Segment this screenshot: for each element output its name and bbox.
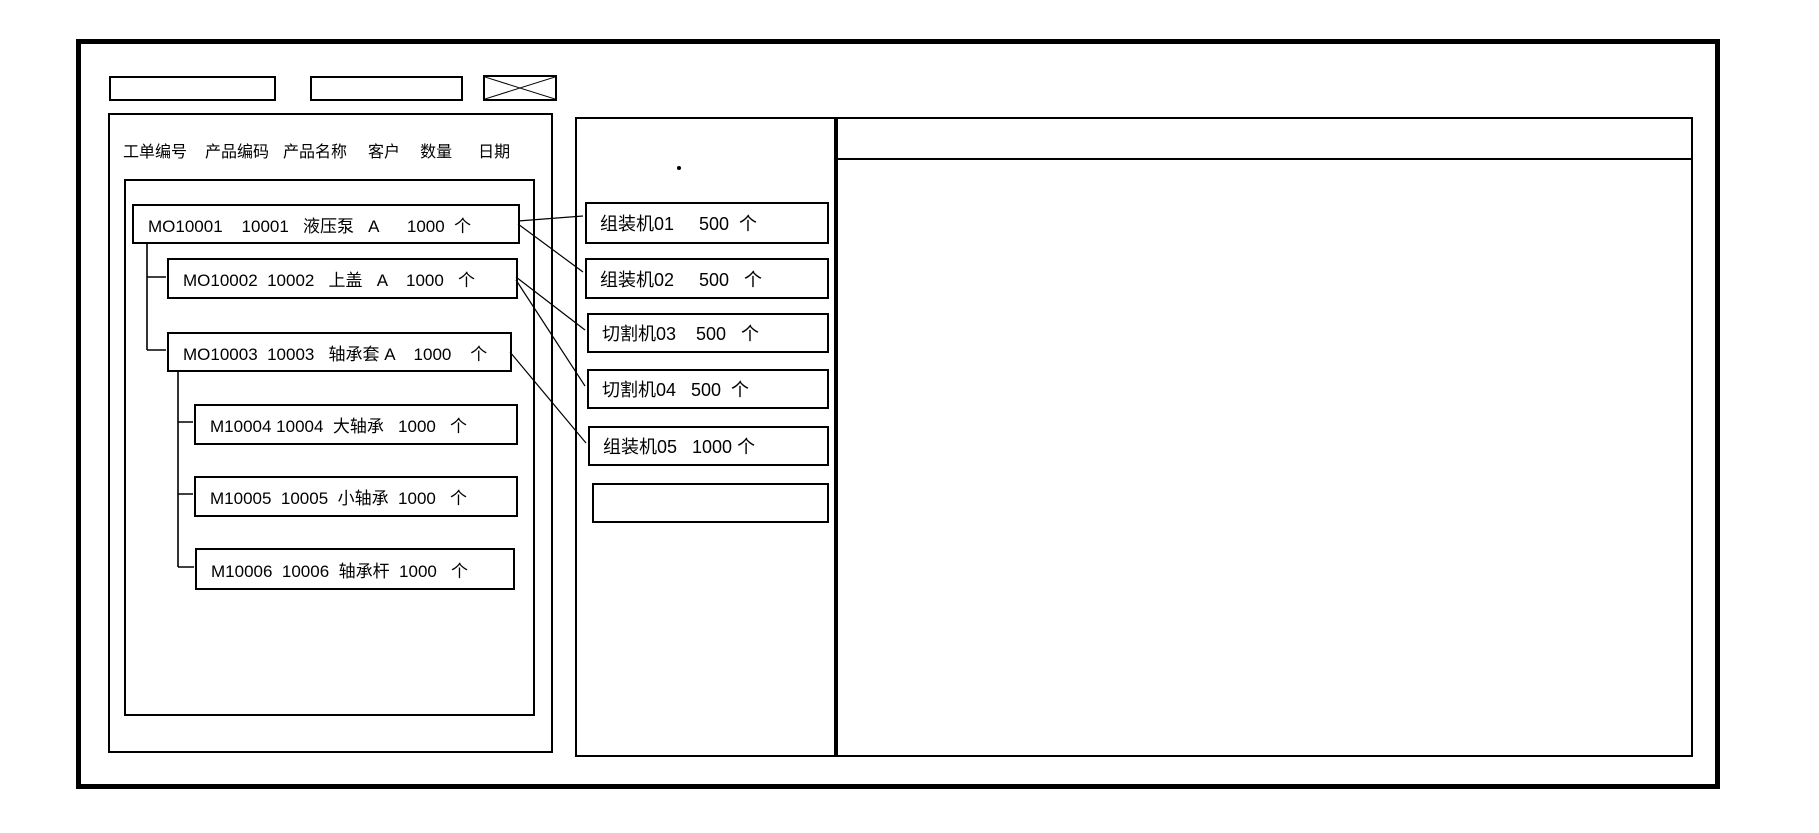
machine-row-qiegeji03[interactable]: 切割机03 500 个 [587, 313, 829, 353]
machine-row-zuzhuangji02[interactable]: 组装机02 500 个 [585, 258, 829, 299]
column-date: 日期 [478, 144, 511, 161]
work-order-row-M10006[interactable]: M10006 10006 轴承杆 1000 个 [195, 548, 515, 590]
image-placeholder-icon[interactable] [483, 75, 557, 101]
machine-row-empty[interactable] [592, 483, 829, 523]
machine-row-zuzhuangji05[interactable]: 组装机05 1000 个 [588, 426, 829, 466]
work-order-row-MO10002[interactable]: MO10002 10002 上盖 A 1000 个 [167, 258, 518, 299]
work-order-row-M10004[interactable]: M10004 10004 大轴承 1000 个 [194, 404, 518, 445]
work-order-tree-container [124, 179, 535, 716]
column-customer: 客户 [368, 144, 401, 161]
machine-row-zuzhuangji01[interactable]: 组装机01 500 个 [585, 202, 829, 244]
work-order-column-header: 工单编号 产品编码 产品名称 客户 数量 日期 [123, 139, 510, 161]
crossed-box-glyph [485, 77, 555, 99]
column-product-name: 产品名称 [283, 144, 348, 161]
detail-panel [836, 117, 1693, 757]
column-qty: 数量 [420, 144, 453, 161]
work-order-row-M10005[interactable]: M10005 10005 小轴承 1000 个 [194, 476, 518, 517]
column-order-no: 工单编号 [123, 144, 188, 161]
detail-header-divider [838, 158, 1691, 160]
column-product-code: 产品编码 [205, 144, 270, 161]
toolbar-field-1[interactable] [109, 76, 276, 101]
dot-mark [677, 166, 681, 170]
machine-row-qiegeji04[interactable]: 切割机04 500 个 [587, 369, 829, 409]
toolbar-field-2[interactable] [310, 76, 463, 101]
machine-panel: 组装机01 500 个 组装机02 500 个 切割机03 500 个 切割机0… [575, 117, 836, 757]
work-order-row-MO10003[interactable]: MO10003 10003 轴承套 A 1000 个 [167, 332, 512, 372]
work-order-panel: 工单编号 产品编码 产品名称 客户 数量 日期 MO10001 10001 液压… [108, 113, 553, 753]
work-order-row-MO10001[interactable]: MO10001 10001 液压泵 A 1000 个 [132, 204, 520, 244]
